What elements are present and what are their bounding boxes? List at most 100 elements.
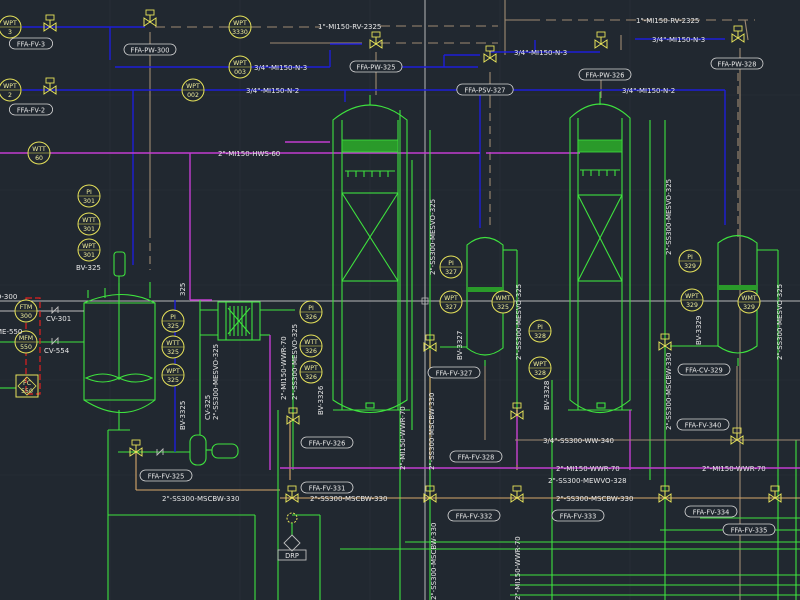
instrument-number: 3 (8, 29, 12, 36)
valve-tag-pw-325[interactable]: FFA-PW-325 (349, 60, 403, 73)
heat-exchanger (200, 301, 295, 470)
valve-tag-pw-300[interactable]: FFA-PW-300 (123, 43, 177, 56)
line-label-mesvo-325-c: 2"-SS300-MESVO-325 (429, 199, 437, 275)
valve-tag-text: FFA-FV-332 (456, 512, 493, 520)
control-valve-icon[interactable] (286, 407, 300, 425)
control-valves (43, 9, 782, 503)
valve-tag-pw-328[interactable]: FFA-PW-328 (710, 57, 764, 70)
valve-tag-fv-335[interactable]: FFA-FV-335 (722, 523, 776, 536)
valve-tag-fv-340[interactable]: FFA-FV-340 (676, 418, 730, 431)
valve-tag-psv-327[interactable]: FFA-PSV-327 (456, 83, 514, 96)
instrument-wtt301[interactable]: WTT 301 (77, 212, 101, 236)
control-valve-icon[interactable] (129, 439, 143, 457)
line-label-cv-301: CV-301 (46, 315, 71, 323)
valve-tag-fv-331[interactable]: FFA-FV-331 (300, 481, 354, 494)
control-valve-icon[interactable] (285, 485, 299, 503)
valve-tag-fv-327[interactable]: FFA-FV-327 (427, 366, 481, 379)
instrument-function: WPT (233, 20, 247, 27)
valve-tag-fv-328[interactable]: FFA-FV-328 (449, 450, 503, 463)
control-valve-icon[interactable] (768, 485, 782, 503)
instrument-function: PI (308, 305, 314, 312)
instrument-number: 329 (686, 302, 698, 309)
line-label-mscbw-330-b: 2"-SS300-MSCBW-330 (310, 495, 387, 503)
instrument-function: WPT (533, 361, 547, 368)
instrument-number: 325 (167, 377, 179, 384)
line-label-bv-3327: BV-3327 (456, 331, 464, 360)
line-label-left-300: D-300 (0, 293, 17, 301)
control-valve-icon[interactable] (43, 77, 57, 95)
instrument-number: 002 (187, 92, 199, 99)
flow-controller-fc-550[interactable]: FC 550 (15, 374, 39, 398)
line-label-rv-2325-a: 1"-MI150-RV-2325 (318, 23, 381, 31)
control-valve-icon[interactable] (43, 14, 57, 32)
valve-tag-pw-326[interactable]: FFA-PW-326 (578, 68, 632, 81)
control-valve-icon[interactable] (730, 427, 744, 445)
instrument-number: 326 (305, 374, 317, 381)
control-valve-icon[interactable] (658, 333, 672, 351)
instrument-function: WMT (495, 295, 510, 302)
control-valve-icon[interactable] (510, 485, 524, 503)
valve-tag-text: FFA-FV-333 (560, 512, 597, 520)
instrument-function: FTM (20, 304, 33, 311)
instrument-function: WPT (3, 20, 17, 27)
valve-tag-fv-332[interactable]: FFA-FV-332 (447, 509, 501, 522)
valve-tag-fv-326[interactable]: FFA-FV-326 (300, 436, 354, 449)
instrument-function: WPT (82, 243, 96, 250)
valve-tag-fv-3[interactable]: FFA-FV-3 (8, 37, 54, 50)
valve-tag-fv-333[interactable]: FFA-FV-333 (551, 509, 605, 522)
control-valve-icon[interactable] (369, 31, 383, 49)
control-valve-icon[interactable] (483, 45, 497, 63)
instrument-function: PI (86, 189, 92, 196)
valve-tag-text: FFA-FV-335 (731, 526, 768, 534)
valve-tag-cv-329[interactable]: FFA-CV-329 (677, 363, 731, 376)
instrument-wpt3[interactable]: WPT 3 (0, 15, 22, 39)
line-label-mesvo-325-a: 2"-SS300-MESVO-325 (212, 344, 220, 420)
valve-tag-fv-334[interactable]: FFA-FV-334 (684, 505, 738, 518)
valve-tag-fv-325[interactable]: FFA-FV-325 (139, 469, 193, 482)
control-valve-icon[interactable] (143, 9, 157, 27)
control-valve-icon[interactable] (731, 25, 745, 43)
valve-tag-fv-2[interactable]: FFA-FV-2 (8, 103, 54, 116)
control-valve-icon[interactable] (423, 334, 437, 352)
fc-func: FC (23, 380, 31, 387)
control-valve-icon[interactable] (510, 402, 524, 420)
instrument-number: 550 (20, 344, 32, 351)
valve-tag-text: FFA-PW-325 (357, 63, 396, 71)
instrument-number: 325 (167, 349, 179, 356)
line-label-cv-325: CV-325 (204, 395, 212, 420)
control-valve-icon[interactable] (423, 485, 437, 503)
instrument-function: WTT (82, 217, 96, 224)
control-valve-icon[interactable] (658, 485, 672, 503)
line-label-mesvo-325-d: 2"-SS300-MESVO-325 (515, 284, 523, 360)
line-label-n2-b: 3/4"-MI150-N-2 (622, 87, 675, 95)
instrument-number: 301 (83, 226, 95, 233)
valve-tag-text: FFA-FV-326 (309, 439, 346, 447)
fc-num: 550 (21, 388, 33, 395)
control-valve-icon[interactable] (594, 31, 608, 49)
line-label-mscbw-330-a: 2"-SS300-MSCBW-330 (162, 495, 239, 503)
